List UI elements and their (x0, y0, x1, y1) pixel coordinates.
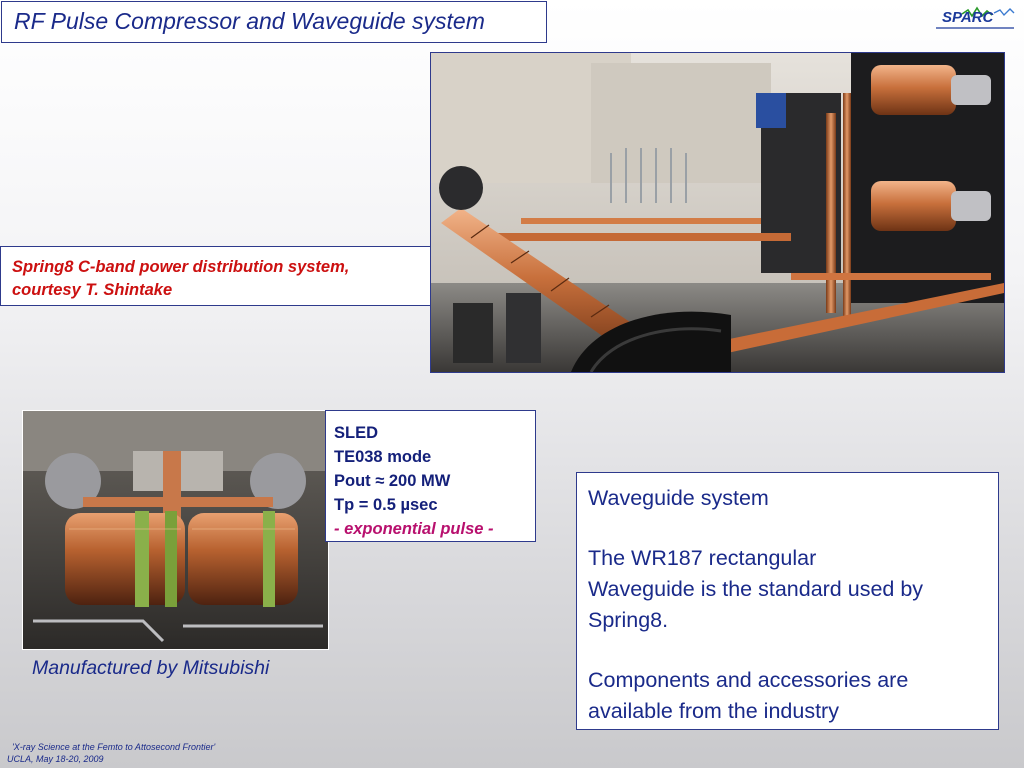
waveguide-para2-line1: Components and accessories are (588, 668, 909, 692)
waveguide-para2-line2: available from the industry (588, 699, 839, 723)
waveguide-heading: Waveguide system (588, 486, 769, 510)
slide-title-text: RF Pulse Compressor and Waveguide system (14, 8, 485, 34)
sled-pulse-width: Tp = 0.5 µsec (334, 496, 438, 514)
caption-line-1: Spring8 C-band power distribution system… (12, 258, 350, 276)
waveguide-description-box: Waveguide system The WR187 rectangular W… (576, 472, 999, 730)
photo-caption-box: Spring8 C-band power distribution system… (0, 246, 438, 306)
waveguide-para1-line3: Spring8. (588, 608, 669, 632)
spacer (588, 514, 998, 543)
waveguide-para1-line2: Waveguide is the standard used by (588, 577, 924, 601)
logo-text: SPARC (942, 9, 994, 26)
sled-mode: TE038 mode (334, 448, 432, 466)
sparc-logo-icon: SPARC (934, 4, 1018, 34)
sled-pulse-type: - exponential pulse - (334, 520, 494, 538)
slide-footer: 'X-ray Science at the Femto to Attosecon… (7, 741, 215, 765)
slide-title: RF Pulse Compressor and Waveguide system (1, 1, 547, 43)
waveguide-system-photo (430, 52, 1005, 373)
waveguide-para1-line1: The WR187 rectangular (588, 546, 817, 570)
manufacturer-caption: Manufactured by Mitsubishi (32, 657, 270, 679)
sled-label: SLED (334, 424, 379, 442)
caption-line-2: courtesy T. Shintake (12, 281, 173, 299)
footer-conference: 'X-ray Science at the Femto to Attosecon… (12, 742, 216, 752)
logo-wave-icon (936, 6, 1015, 29)
sled-compressor-photo (22, 410, 329, 650)
sled-power: Pout ≈ 200 MW (334, 472, 451, 490)
spacer (588, 636, 998, 665)
sled-specs-box: SLED TE038 mode Pout ≈ 200 MW Tp = 0.5 µ… (325, 410, 536, 542)
footer-venue-date: UCLA, May 18-20, 2009 (7, 754, 104, 764)
